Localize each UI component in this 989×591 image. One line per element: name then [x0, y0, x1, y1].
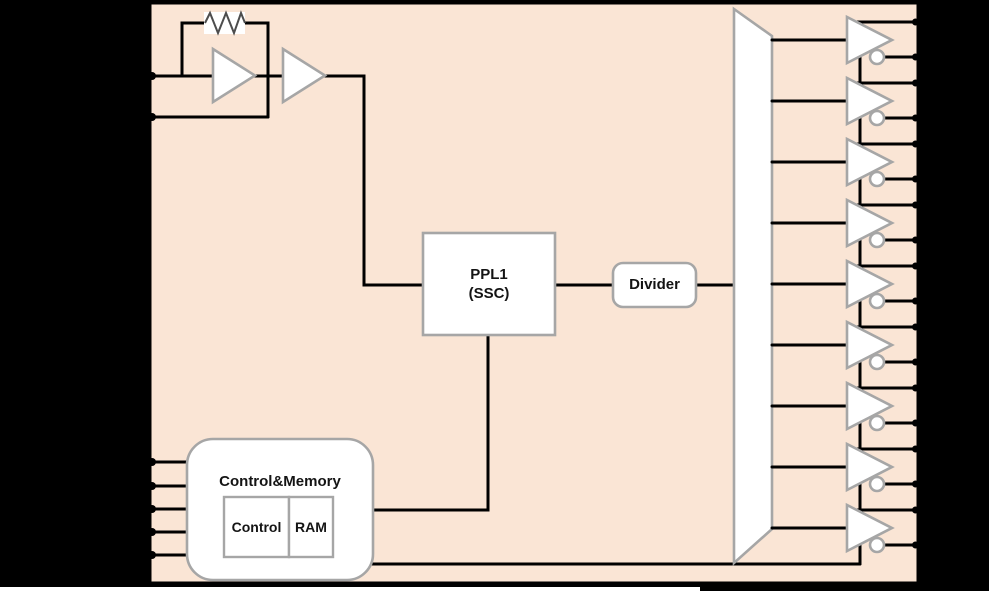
left-pins: [148, 72, 189, 559]
output-pin-dot: [912, 236, 919, 244]
osc-pin-dot: [148, 113, 156, 121]
resistor-icon: [204, 10, 246, 36]
wire-pll-to-control: [371, 333, 490, 512]
control-pin-dot: [148, 458, 156, 466]
output-pin-dot: [912, 262, 919, 270]
output-pin-dot: [912, 323, 919, 331]
output-buffer: [770, 197, 919, 268]
control-pin-dot: [148, 482, 156, 490]
output-buffer: [770, 258, 919, 329]
mux-trapezoid: [732, 6, 774, 566]
output-buffer: [770, 502, 919, 566]
output-pin-dot: [912, 445, 919, 453]
inverter-bubble-icon: [868, 536, 886, 554]
control-pin-dot: [148, 551, 156, 559]
output-pin-dot: [912, 175, 919, 183]
buffer-triangle-icon: [845, 75, 895, 127]
output-buffer: [770, 75, 919, 146]
inverter-bubble-icon: [868, 48, 886, 66]
output-buffer: [770, 441, 919, 512]
buffer-triangle-icon: [845, 502, 895, 554]
output-buffer: [770, 319, 919, 390]
page-edge: [0, 587, 700, 591]
output-pin-dot: [912, 114, 919, 122]
output-buffer: [770, 380, 919, 451]
osc-amplifier-2-icon: [281, 46, 328, 105]
inverter-bubble-icon: [868, 170, 886, 188]
output-buffer: [770, 14, 919, 85]
output-pin-dot: [912, 297, 919, 305]
wire-osc-to-pll: [323, 74, 425, 287]
inverter-bubble-icon: [868, 292, 886, 310]
control-pin-dot: [148, 528, 156, 536]
buffer-triangle-icon: [845, 380, 895, 432]
buffer-triangle-icon: [845, 14, 895, 66]
output-buffer-bank: [770, 14, 919, 566]
output-pin-dot: [912, 419, 919, 427]
buffer-triangle-icon: [845, 258, 895, 310]
output-pin-dot: [912, 541, 919, 549]
output-pin-dot: [912, 53, 919, 61]
output-pin-dot: [912, 201, 919, 209]
osc-pin-dot: [148, 72, 156, 80]
pll-block: [421, 231, 557, 337]
output-pin-dot: [912, 358, 919, 366]
output-pin-dot: [912, 384, 919, 392]
control-sub-block: [222, 495, 291, 559]
output-pin-dot: [912, 79, 919, 87]
buffer-triangle-icon: [845, 136, 895, 188]
inverter-bubble-icon: [868, 231, 886, 249]
divider-block: [611, 261, 698, 309]
buffer-triangle-icon: [845, 197, 895, 249]
component-shapes: [185, 6, 774, 582]
output-pin-dot: [912, 506, 919, 514]
osc-amplifier-1-icon: [211, 46, 258, 105]
inverter-bubble-icon: [868, 414, 886, 432]
buffer-triangle-icon: [845, 441, 895, 493]
output-buffer: [770, 136, 919, 207]
inverter-bubble-icon: [868, 109, 886, 127]
output-pin-dot: [912, 140, 919, 148]
wires: [150, 21, 862, 566]
output-pin-dot: [912, 480, 919, 488]
ram-sub-block: [287, 495, 335, 559]
inverter-bubble-icon: [868, 475, 886, 493]
output-pin-dot: [912, 18, 919, 26]
buffer-triangle-icon: [845, 319, 895, 371]
control-pin-dot: [148, 505, 156, 513]
inverter-bubble-icon: [868, 353, 886, 371]
